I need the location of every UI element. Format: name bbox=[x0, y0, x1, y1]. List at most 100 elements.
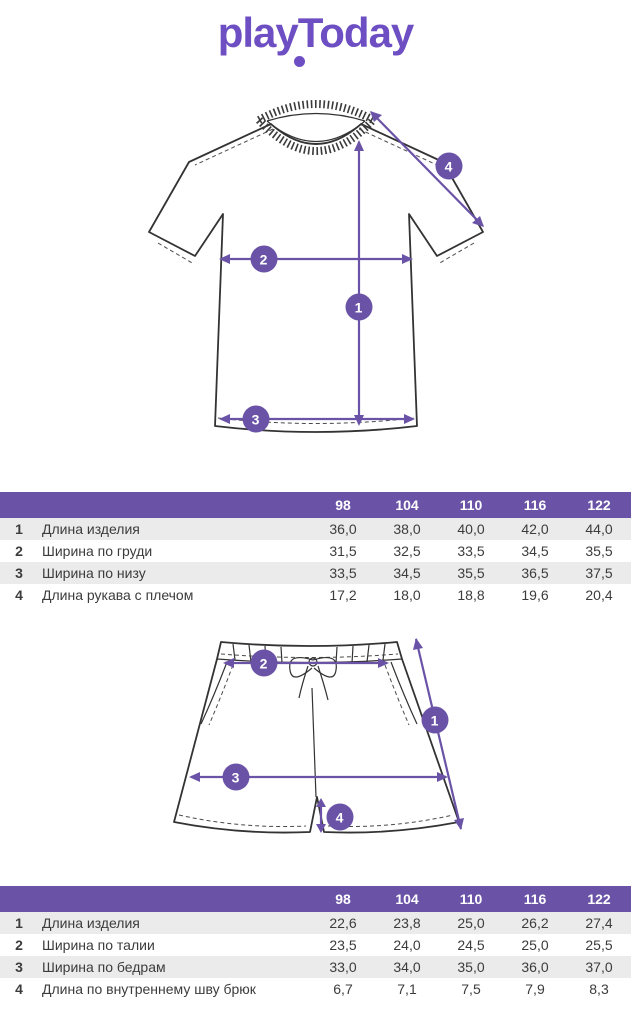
table-row: 3 Ширина по низу 33,5 34,5 35,5 36,5 37,… bbox=[0, 562, 631, 584]
measure-value: 17,2 bbox=[329, 587, 357, 603]
measure-value: 35,5 bbox=[439, 562, 503, 584]
measure-label: Длина изделия bbox=[38, 518, 311, 540]
measure-value: 18,0 bbox=[393, 587, 421, 603]
shoulder-stitch-right bbox=[358, 128, 437, 166]
tshirt-drawing bbox=[147, 100, 484, 433]
brand-logo-dot-icon bbox=[293, 56, 305, 67]
measure-value: 25,0 bbox=[439, 912, 503, 934]
measure-label: Длина рукава с плечом bbox=[42, 587, 194, 603]
waistband-stitch bbox=[220, 653, 398, 658]
measure-value: 36,0 bbox=[503, 956, 567, 978]
measure-value: 7,9 bbox=[525, 981, 545, 997]
measure-value: 23,8 bbox=[375, 912, 439, 934]
measure-label: Ширина по талии bbox=[42, 937, 155, 953]
shorts-drawing bbox=[172, 638, 464, 834]
measure-value: 33,5 bbox=[457, 543, 485, 559]
pocket-stitches bbox=[208, 664, 409, 726]
measure-value: 23,5 bbox=[329, 937, 357, 953]
size-header: 122 bbox=[567, 492, 631, 518]
measure-value: 33,5 bbox=[311, 562, 375, 584]
measure-value: 25,0 bbox=[521, 937, 549, 953]
measure-value: 18,8 bbox=[457, 587, 485, 603]
measure-value: 44,0 bbox=[567, 518, 631, 540]
row-number: 2 bbox=[15, 937, 23, 953]
measure-value: 35,0 bbox=[439, 956, 503, 978]
center-seam bbox=[310, 687, 317, 798]
measure-value: 7,1 bbox=[397, 981, 417, 997]
shorts-marker-3: 3 bbox=[222, 763, 249, 791]
length-arrow bbox=[414, 638, 462, 830]
table-row: 2 Ширина по талии 23,5 24,0 24,5 25,0 25… bbox=[0, 934, 631, 956]
measure-label: Ширина по груди bbox=[42, 543, 153, 559]
row-number: 4 bbox=[15, 587, 23, 603]
tshirt-diagram: 1 2 3 4 bbox=[131, 94, 501, 474]
logo-section: playToday bbox=[0, 12, 631, 72]
row-number: 2 bbox=[15, 543, 23, 559]
shorts-marker-1: 1 bbox=[421, 706, 448, 734]
size-header: 116 bbox=[503, 886, 567, 912]
measure-value: 27,4 bbox=[567, 912, 631, 934]
measure-value: 6,7 bbox=[333, 981, 353, 997]
drawstring-bow bbox=[288, 657, 337, 701]
measure-value: 32,5 bbox=[393, 543, 421, 559]
shorts-size-table: 98 104 110 116 122 1 Длина изделия 22,6 … bbox=[0, 886, 631, 1000]
brand-logo-text: playToday bbox=[217, 9, 415, 56]
measure-value: 25,5 bbox=[585, 937, 613, 953]
measure-value: 34,0 bbox=[375, 956, 439, 978]
measure-value: 24,5 bbox=[457, 937, 485, 953]
table-row: 1 Длина изделия 22,6 23,8 25,0 26,2 27,4 bbox=[0, 912, 631, 934]
measure-value: 34,5 bbox=[375, 562, 439, 584]
size-header: 110 bbox=[439, 886, 503, 912]
row-number: 3 bbox=[0, 562, 38, 584]
measure-value: 7,5 bbox=[461, 981, 481, 997]
collar-ruffle-bottom bbox=[255, 117, 376, 155]
measure-label: Длина по внутреннему шву брюк bbox=[42, 981, 256, 997]
measure-value: 37,0 bbox=[567, 956, 631, 978]
table-row: 2 Ширина по груди 31,5 32,5 33,5 34,5 35… bbox=[0, 540, 631, 562]
measure-value: 37,5 bbox=[567, 562, 631, 584]
tshirt-marker-2: 2 bbox=[250, 245, 277, 273]
measure-value: 35,5 bbox=[585, 543, 613, 559]
measure-value: 31,5 bbox=[329, 543, 357, 559]
measure-value: 33,0 bbox=[311, 956, 375, 978]
size-header: 98 bbox=[311, 886, 375, 912]
measure-value: 40,0 bbox=[439, 518, 503, 540]
measure-value: 36,0 bbox=[311, 518, 375, 540]
size-header: 104 bbox=[375, 492, 439, 518]
pocket-lines bbox=[199, 661, 418, 725]
row-number: 3 bbox=[0, 956, 38, 978]
sleeve-length-arrow bbox=[369, 111, 484, 227]
shorts-table-header-row: 98 104 110 116 122 bbox=[0, 886, 631, 912]
shorts-marker-2: 2 bbox=[250, 649, 277, 677]
size-header: 110 bbox=[439, 492, 503, 518]
table-row: 3 Ширина по бедрам 33,0 34,0 35,0 36,0 3… bbox=[0, 956, 631, 978]
tshirt-marker-1: 1 bbox=[345, 293, 372, 321]
tshirt-outline bbox=[147, 100, 484, 433]
brand-logo: playToday bbox=[217, 9, 415, 67]
table-row: 1 Длина изделия 36,0 38,0 40,0 42,0 44,0 bbox=[0, 518, 631, 540]
measure-label: Ширина по низу bbox=[38, 562, 311, 584]
shorts-diagram: 1 2 3 4 bbox=[161, 632, 471, 862]
hem-stitches bbox=[178, 814, 453, 828]
row-number: 1 bbox=[0, 912, 38, 934]
tshirt-measure-arrows bbox=[218, 111, 484, 426]
tshirt-marker-3: 3 bbox=[242, 405, 269, 433]
shorts-outline bbox=[172, 641, 460, 834]
measure-label: Ширина по бедрам bbox=[38, 956, 311, 978]
size-header: 122 bbox=[567, 886, 631, 912]
hem-stitch bbox=[217, 417, 414, 424]
size-header: 98 bbox=[311, 492, 375, 518]
tshirt-size-table: 98 104 110 116 122 1 Длина изделия 36,0 … bbox=[0, 492, 631, 606]
measure-value: 34,5 bbox=[521, 543, 549, 559]
collar-ruffle-top bbox=[256, 100, 375, 124]
table-row: 4 Длина рукава с плечом 17,2 18,0 18,8 1… bbox=[0, 584, 631, 606]
header-empty-cell bbox=[0, 886, 311, 912]
measure-value: 36,5 bbox=[503, 562, 567, 584]
measure-value: 24,0 bbox=[393, 937, 421, 953]
measure-label: Длина изделия bbox=[38, 912, 311, 934]
size-header: 116 bbox=[503, 492, 567, 518]
measure-value: 42,0 bbox=[503, 518, 567, 540]
measure-value: 19,6 bbox=[521, 587, 549, 603]
table-row: 4 Длина по внутреннему шву брюк 6,7 7,1 … bbox=[0, 978, 631, 1000]
header-empty-cell bbox=[0, 492, 311, 518]
